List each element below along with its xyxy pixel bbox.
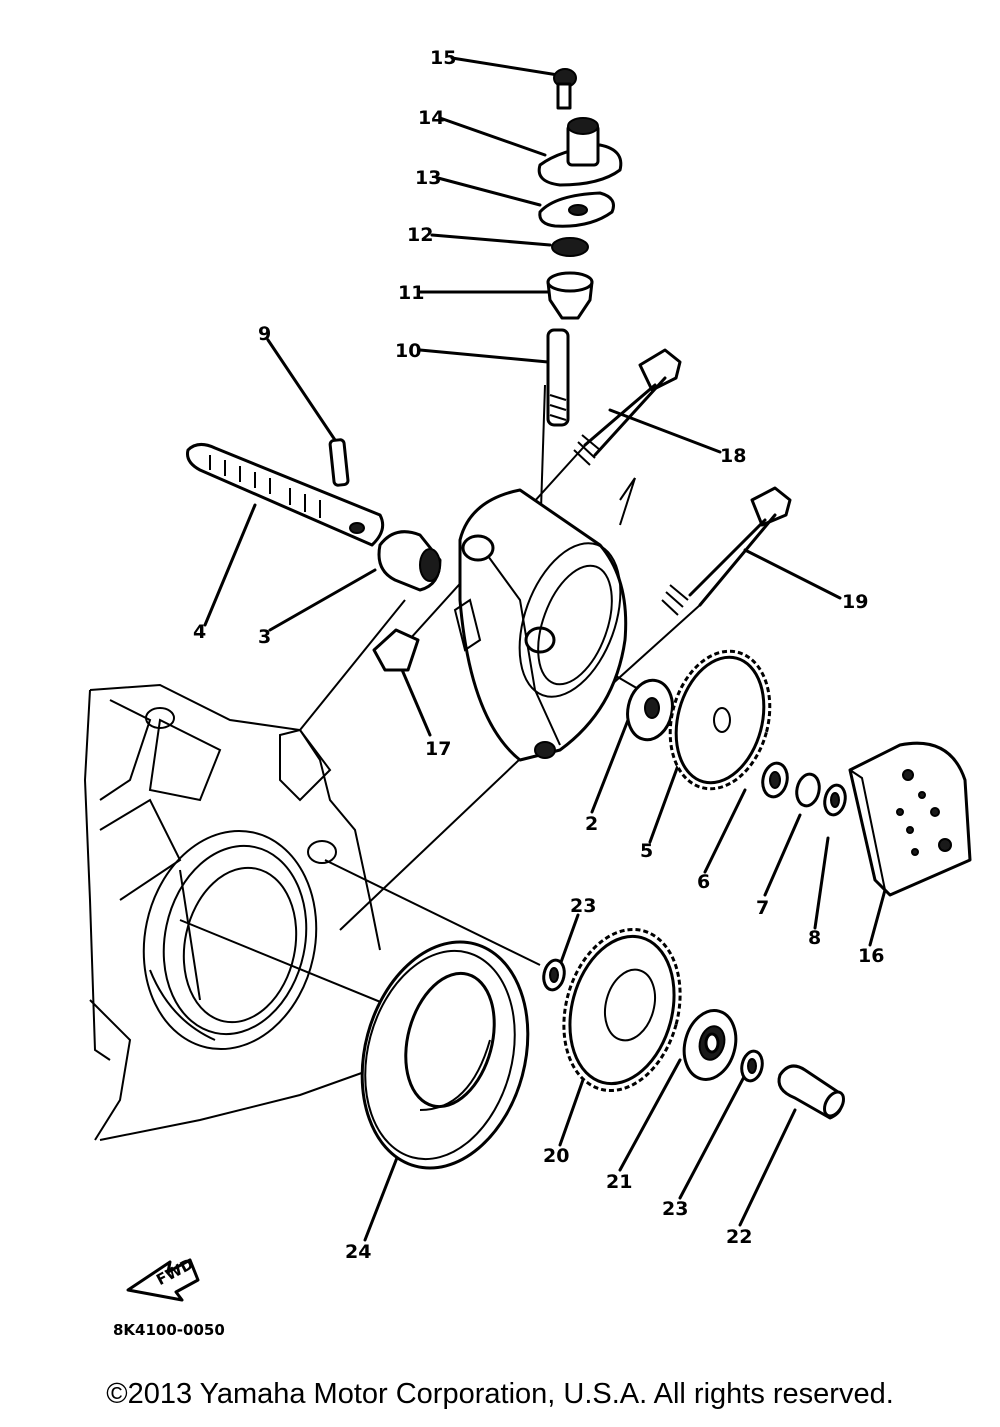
label-12: 12: [407, 224, 433, 246]
part-24-seal: [360, 940, 530, 1170]
label-18: 18: [720, 445, 746, 467]
label-3: 3: [258, 626, 271, 648]
label-10: 10: [395, 340, 421, 362]
drawing-code: 8K4100-0050: [113, 1321, 225, 1339]
label-20: 20: [543, 1145, 569, 1167]
part-23-washer-top: [542, 958, 566, 992]
part-5-sprocket: [668, 649, 772, 791]
label-22: 22: [726, 1226, 752, 1248]
copyright-notice: ©2013 Yamaha Motor Corporation, U.S.A. A…: [106, 1378, 894, 1410]
label-6: 6: [697, 871, 710, 893]
label-14: 14: [418, 107, 444, 129]
forward-arrow: FWD: [126, 1255, 200, 1302]
center-bracket: [453, 477, 636, 762]
part-13-gasket: [538, 191, 615, 228]
part-23-washer-bottom: [740, 1049, 764, 1083]
part-15-screw: [553, 68, 577, 110]
label-16: 16: [858, 945, 884, 967]
label-4: 4: [193, 621, 206, 643]
label-23-bottom: 23: [662, 1198, 688, 1220]
part-11-bushing: [546, 271, 594, 320]
part-8-washer: [823, 783, 847, 817]
label-15: 15: [430, 47, 456, 69]
label-11: 11: [398, 282, 424, 304]
label-8: 8: [808, 927, 821, 949]
part-7-washer: [795, 772, 821, 808]
part-12-seal: [551, 237, 589, 257]
part-labels: 15 14 13 12 11 10 9 18 19 4 3 17 2 5 6 7…: [113, 47, 884, 1339]
label-17: 17: [425, 738, 451, 760]
part-21-bearing: [682, 1009, 738, 1081]
part-20-sprocket: [562, 927, 682, 1093]
label-5: 5: [640, 840, 653, 862]
part-17-dowel: [372, 628, 420, 672]
label-2: 2: [585, 813, 598, 835]
label-9: 9: [258, 323, 271, 345]
label-7: 7: [756, 897, 769, 919]
part-2-washer: [626, 678, 674, 742]
part-18-bolt: [573, 348, 682, 466]
part-3-collar: [377, 530, 442, 592]
label-23-top: 23: [570, 895, 596, 917]
part-6-washer: [761, 761, 789, 799]
part-22-pin: [777, 1064, 845, 1120]
crankcase-drawing: [83, 683, 381, 1141]
part-16-plate: [848, 741, 972, 897]
part-19-bolt: [661, 486, 792, 616]
label-24: 24: [345, 1241, 371, 1263]
part-9-pin: [328, 438, 350, 487]
exploded-parts-diagram: FWD 15 14 13 12 11 10 9 18 19 4 3 17 2 5…: [83, 47, 972, 1339]
label-13: 13: [415, 167, 441, 189]
label-19: 19: [842, 591, 868, 613]
part-4-shaft: [186, 443, 385, 547]
part-14-housing: [537, 117, 623, 187]
part-10-shaft: [546, 328, 570, 427]
label-21: 21: [606, 1171, 632, 1193]
